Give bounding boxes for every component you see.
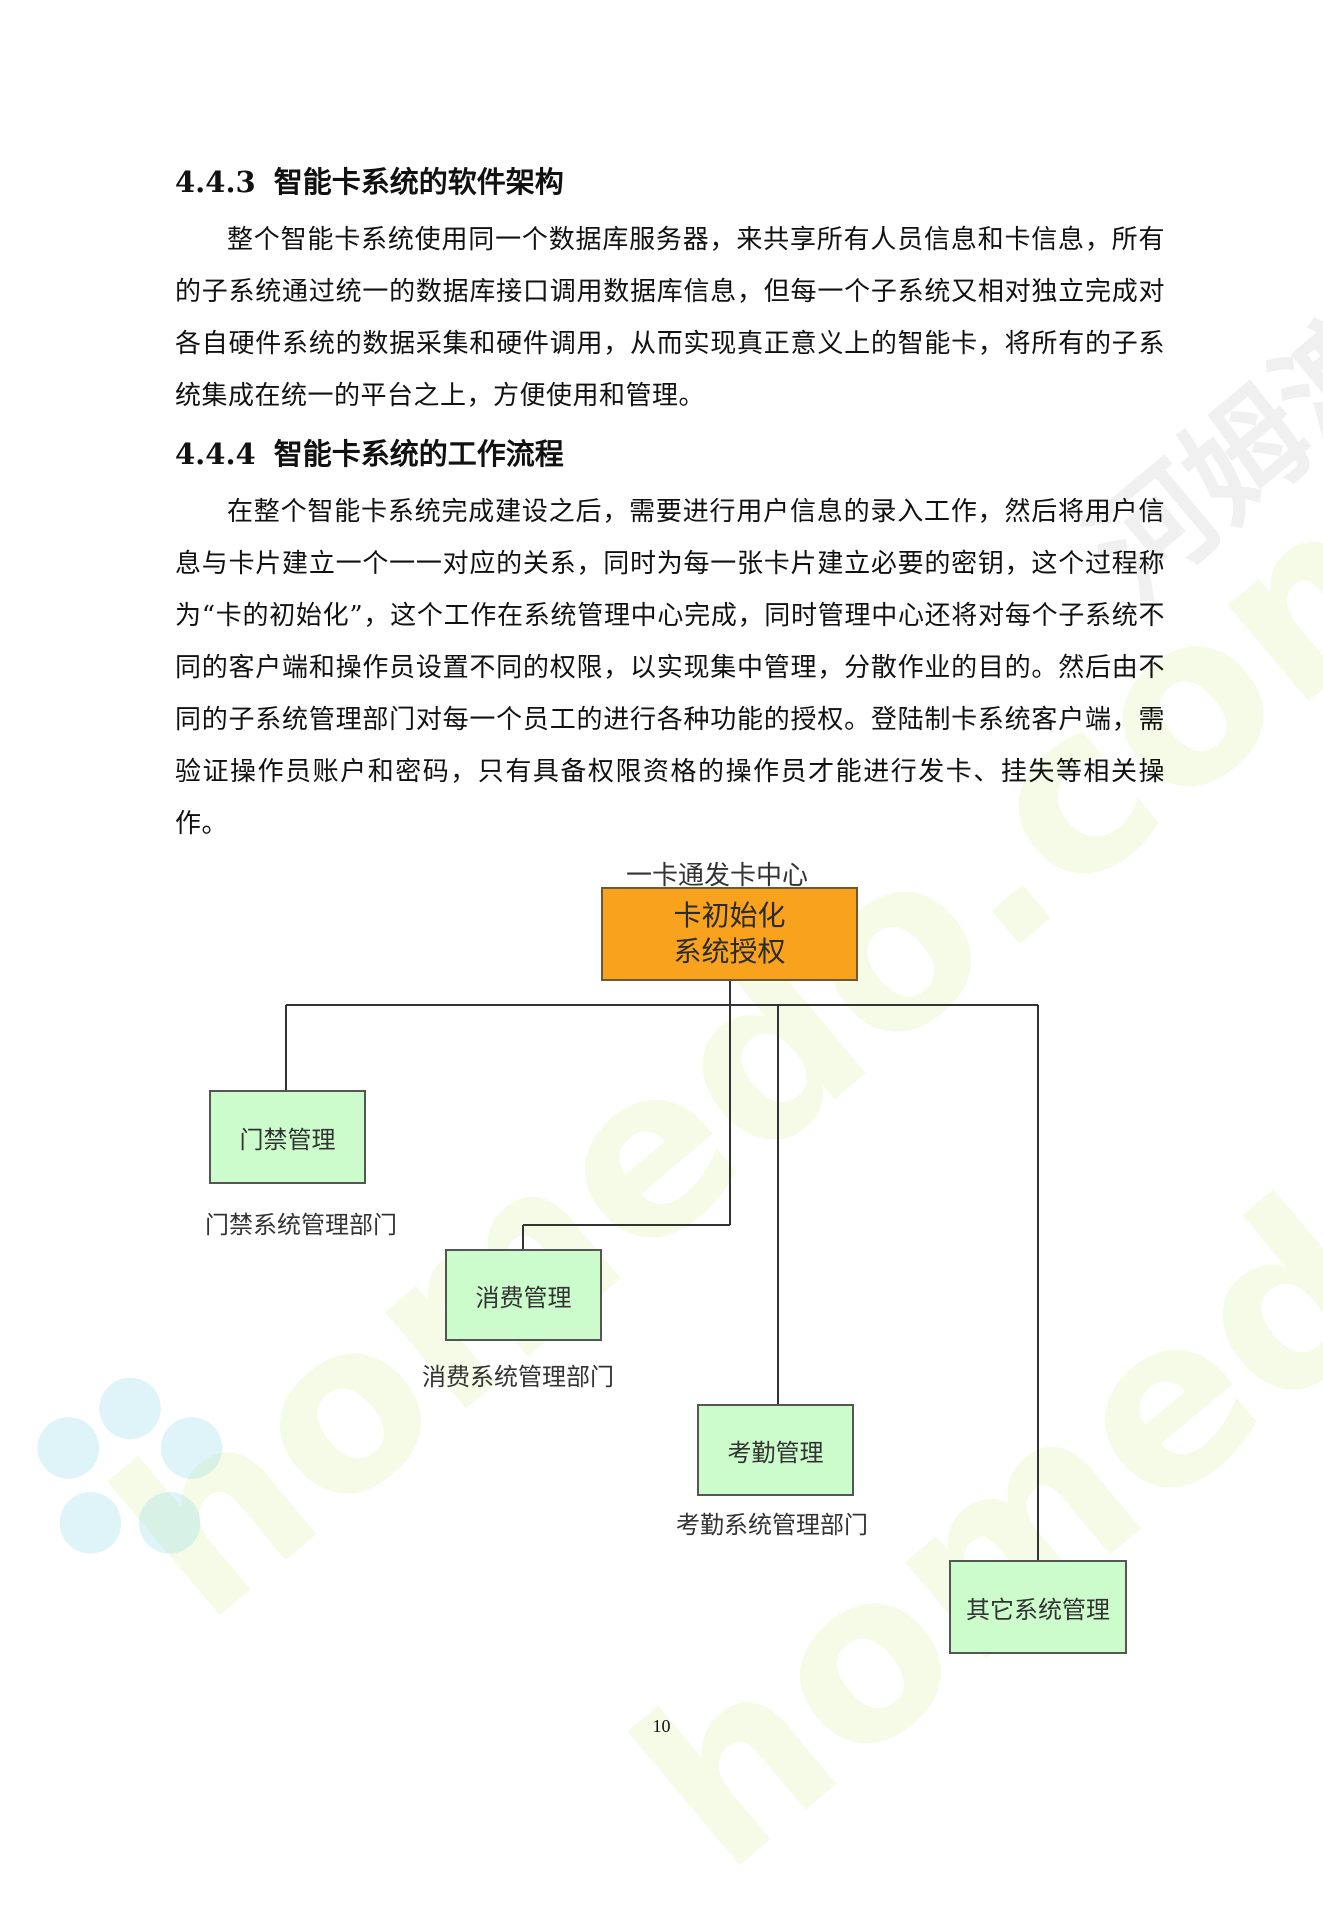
consumption-label: 消费系统管理部门 [422,1363,614,1391]
center-box-line1: 卡初始化 [673,899,786,932]
page-number: 10 [652,1716,671,1736]
paragraph: 在整个智能卡系统完成建设之后，需要进行用户信息的录入工作，然后将用户信息与卡片建… [175,497,1165,839]
consumption-box: 消费管理 [445,1249,602,1341]
access-control-box: 门禁管理 [209,1090,366,1184]
attendance-box: 考勤管理 [697,1404,854,1496]
workflow-diagram: 一卡通发卡中心 卡初始化 系统授权 门禁管理 门禁系统管理部门 消费管理 消费系… [205,861,1127,1654]
diagram-connectors [285,981,1039,1560]
section-heading-4-4-3: 4.4.3 智能卡系统的软件架构 [175,150,1165,214]
section-title: 智能卡系统的软件架构 [273,165,564,199]
section-number: 4.4.4 [175,437,256,471]
section-title: 智能卡系统的工作流程 [273,437,564,471]
paragraph: 整个智能卡系统使用同一个数据库服务器，来共享所有人员信息和卡信息，所有的子系统通… [175,225,1165,411]
section-heading-4-4-4: 4.4.4 智能卡系统的工作流程 [175,422,1165,486]
section-number: 4.4.3 [175,165,256,199]
access-control-label: 门禁系统管理部门 [205,1211,397,1239]
flower-logo-icon [37,1377,223,1554]
card-init-box: 卡初始化 系统授权 [601,887,858,981]
attendance-label: 考勤系统管理部门 [676,1511,868,1539]
other-system-box: 其它系统管理 [949,1560,1127,1654]
center-label: 一卡通发卡中心 [626,861,809,891]
center-box-line2: 系统授权 [673,935,786,968]
document-body: 4.4.3 智能卡系统的软件架构 整个智能卡系统使用同一个数据库服务器，来共享所有… [175,150,1165,850]
